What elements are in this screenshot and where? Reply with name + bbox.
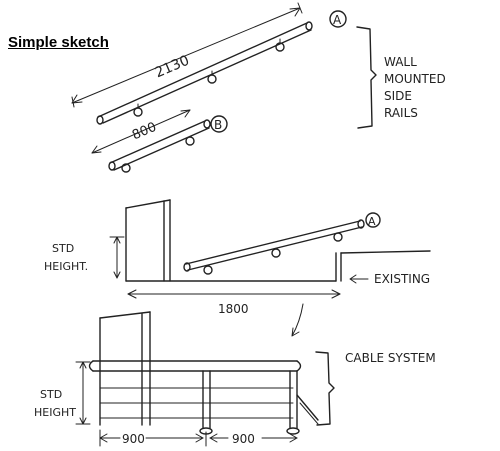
middle-rail-marker-circle <box>365 212 381 228</box>
rail-a <box>96 21 313 125</box>
middle-width-dimension <box>127 289 341 299</box>
existing-arrow <box>349 274 369 284</box>
span-right-label: 900 <box>232 432 255 446</box>
middle-rail-marker-label: A <box>368 215 376 228</box>
rails-group-brace <box>356 26 377 129</box>
cable-system-label: CABLE SYSTEM <box>345 351 436 365</box>
existing-label: EXISTING <box>374 272 430 286</box>
rail-a-marker-label: A <box>333 13 342 27</box>
rail-b-marker-circle <box>210 115 228 133</box>
bottom-wall <box>99 311 151 426</box>
rail-b-length-label: 800 <box>130 120 159 144</box>
middle-wall <box>125 199 337 282</box>
bottom-span-dimension <box>99 429 298 447</box>
transition-arrow <box>291 303 304 337</box>
middle-height-label: STD HEIGHT. <box>44 242 88 273</box>
rail-a-marker-circle <box>329 10 347 28</box>
rail-a-dimension-line <box>71 2 303 108</box>
bottom-height-dimension <box>75 361 91 425</box>
wall-mounted-label: WALL MOUNTED SIDE RAILS <box>384 55 450 120</box>
cable-system-brace <box>315 351 335 426</box>
sketch-heading: Simple sketch <box>8 34 109 51</box>
bottom-height-label: STD HEIGHT <box>34 388 76 419</box>
existing-platform <box>335 250 431 282</box>
cable-system-frame <box>88 360 319 435</box>
rail-b-marker-label: B <box>214 118 222 132</box>
rail-b-dimension-line <box>91 109 191 154</box>
middle-rail <box>183 219 365 275</box>
middle-width-label: 1800 <box>218 302 249 316</box>
rail-b <box>108 119 211 173</box>
middle-height-dimension <box>109 236 125 279</box>
span-left-label: 900 <box>122 432 145 446</box>
